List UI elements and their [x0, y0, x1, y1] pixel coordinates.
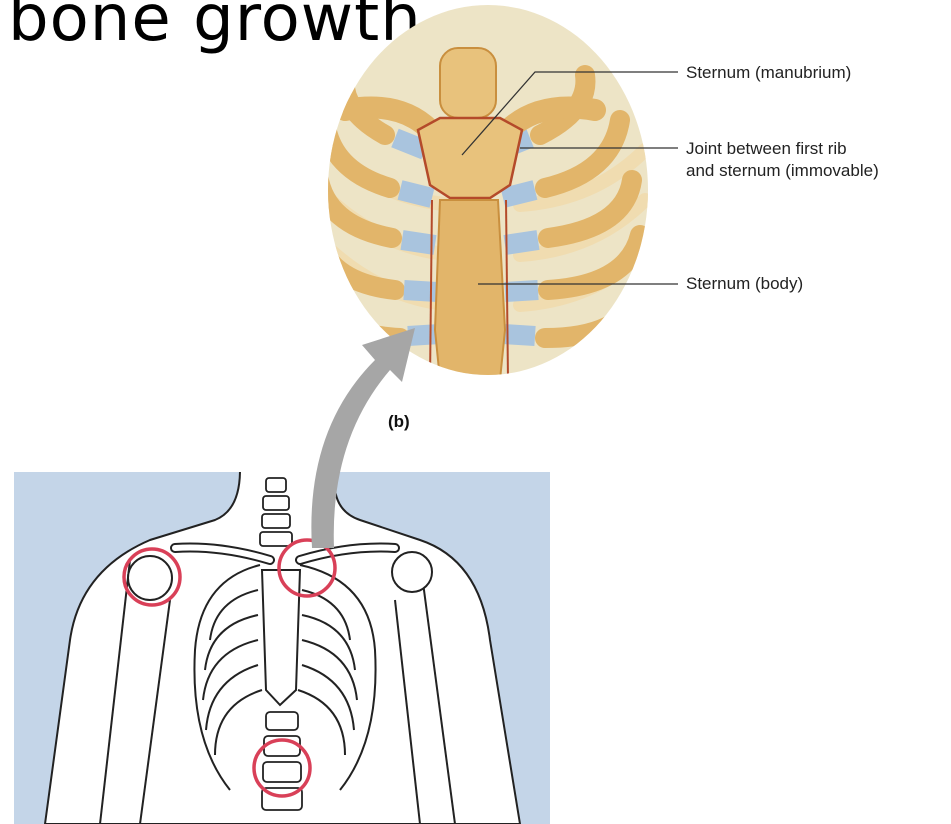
- label-first-rib-joint-line1: Joint between first rib: [686, 138, 847, 160]
- sternum-body: [435, 200, 505, 380]
- panel-label: (b): [388, 412, 410, 432]
- torso-skeleton: [14, 470, 550, 824]
- right-humerus-head: [392, 552, 432, 592]
- label-sternum-manubrium: Sternum (manubrium): [686, 62, 851, 84]
- left-humerus-head: [128, 556, 172, 600]
- torso-sternum: [262, 570, 300, 705]
- trachea: [440, 48, 496, 118]
- thoracic-cage-inset: [315, 5, 648, 380]
- sternum-manubrium: [418, 118, 522, 198]
- label-sternum-body: Sternum (body): [686, 273, 803, 295]
- label-first-rib-joint-line2: and sternum (immovable): [686, 160, 879, 182]
